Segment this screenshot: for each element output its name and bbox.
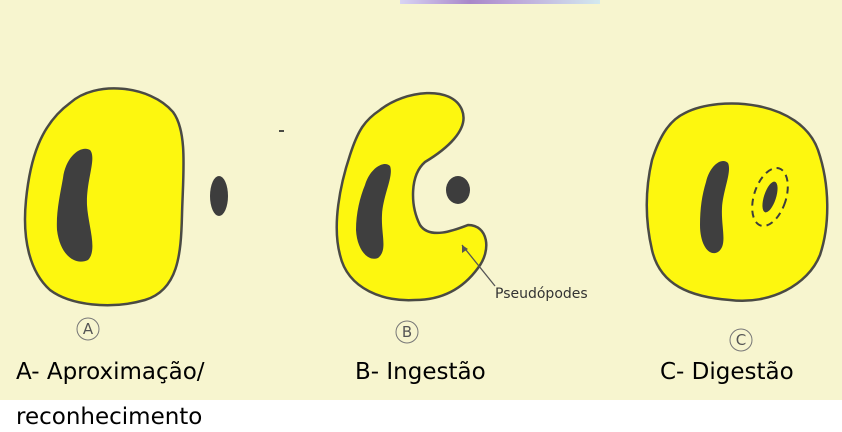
phagocytosis-diagram: Pseudópodes A B C bbox=[0, 0, 842, 400]
cell-c bbox=[647, 103, 828, 300]
caption-step-b: B- Ingestão bbox=[355, 361, 486, 384]
food-particle-b bbox=[446, 176, 470, 204]
caption-step-a-continued: reconhecimento bbox=[16, 406, 202, 429]
pseudopod-label: Pseudópodes bbox=[495, 286, 588, 302]
step-letter-b: B bbox=[402, 323, 412, 341]
caption-step-c: C- Digestão bbox=[660, 361, 794, 384]
step-letter-a: A bbox=[83, 320, 94, 338]
step-letter-c: C bbox=[736, 331, 746, 349]
caption-step-a: A- Aproximação/ bbox=[16, 361, 205, 384]
speck bbox=[279, 130, 284, 132]
food-particle-a bbox=[210, 176, 228, 216]
cell-a bbox=[25, 88, 184, 305]
